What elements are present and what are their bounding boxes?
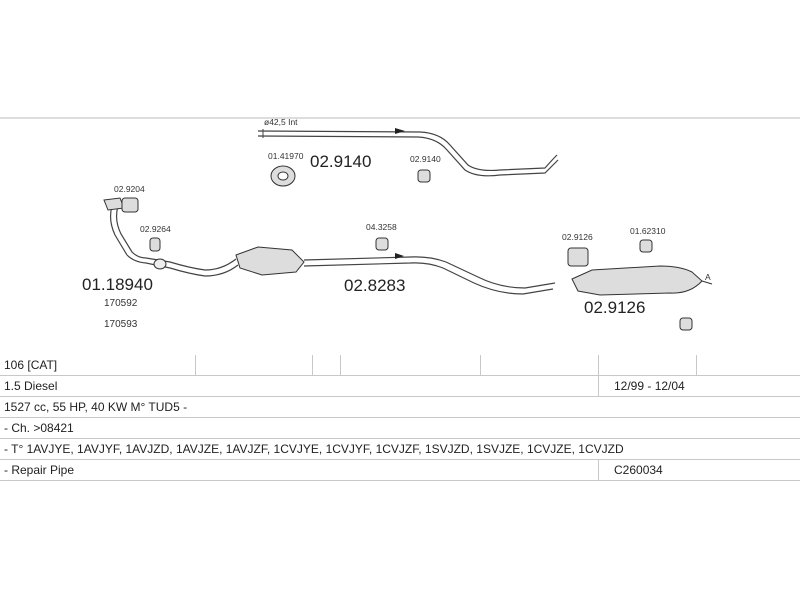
types-label: - T° 1AVJYE, 1AVJYF, 1AVJZD, 1AVJZE, 1AV… (4, 442, 624, 456)
part-number-rear-pipe-top: 02.9140 (310, 152, 371, 171)
model-label: 106 [CAT] (4, 358, 58, 372)
part-number-gasket-1: 02.9204 (114, 184, 145, 194)
middle-pipe-drawing (303, 256, 556, 289)
vehicle-table: 106 [CAT] 1.5 Diesel 12/99 - 12/04 1527 … (0, 355, 800, 481)
ref-front-pipe-2: 170593 (104, 319, 138, 330)
kit-label: - Repair Pipe (4, 463, 75, 477)
front-pipe-drawing (109, 205, 147, 264)
part-number-clamp-top: 01.41970 (268, 151, 304, 161)
specs-label: 1527 cc, 55 HP, 40 KW M° TUD5 - (4, 400, 188, 414)
part-number-gasket-2: 02.9264 (140, 224, 171, 234)
clamp-right-icon (567, 247, 589, 267)
rear-silencer-icon (571, 265, 703, 296)
table-row-model: 106 [CAT] (0, 355, 800, 376)
table-row-kit: - Repair Pipe C260034 (0, 460, 800, 481)
hanger-top-icon (417, 169, 431, 183)
gasket-1-icon (121, 197, 139, 213)
table-row-engine: 1.5 Diesel 12/99 - 12/04 (0, 376, 800, 397)
part-number-front-pipe: 01.18940 (82, 275, 153, 294)
part-number-hanger-mid: 04.3258 (366, 222, 397, 232)
hanger-mid-icon (375, 237, 389, 251)
table-row-types: - T° 1AVJYE, 1AVJYF, 1AVJZD, 1AVJZE, 1AV… (0, 439, 800, 460)
kit-code: C260034 (614, 463, 663, 477)
ref-front-pipe-1: 170592 (104, 298, 138, 309)
catalyst-icon (235, 246, 305, 276)
part-number-catalyst: 02.8283 (344, 276, 405, 295)
rear-pipe-top-drawing (257, 130, 558, 172)
table-row-specs: 1527 cc, 55 HP, 40 KW M° TUD5 - (0, 397, 800, 418)
engine-label: 1.5 Diesel (4, 379, 58, 393)
part-number-hanger-top: 02.9140 (410, 154, 441, 164)
marker-a: A (705, 272, 711, 282)
part-number-rear-silencer: 02.9126 (584, 298, 645, 317)
part-number-clamp-right: 02.9126 (562, 232, 593, 242)
table-row-chassis: - Ch. >08421 (0, 418, 800, 439)
pipe-note: ø42,5 Int (264, 117, 298, 127)
front-flange-icon (103, 197, 125, 211)
gasket-2-icon (149, 237, 161, 252)
years-label: 12/99 - 12/04 (614, 379, 685, 393)
hanger-right-top-icon (639, 239, 653, 253)
part-number-hanger-right-top: 01.62310 (630, 226, 666, 236)
chassis-label: - Ch. >08421 (4, 421, 74, 435)
hanger-right-bottom-icon (679, 317, 693, 331)
